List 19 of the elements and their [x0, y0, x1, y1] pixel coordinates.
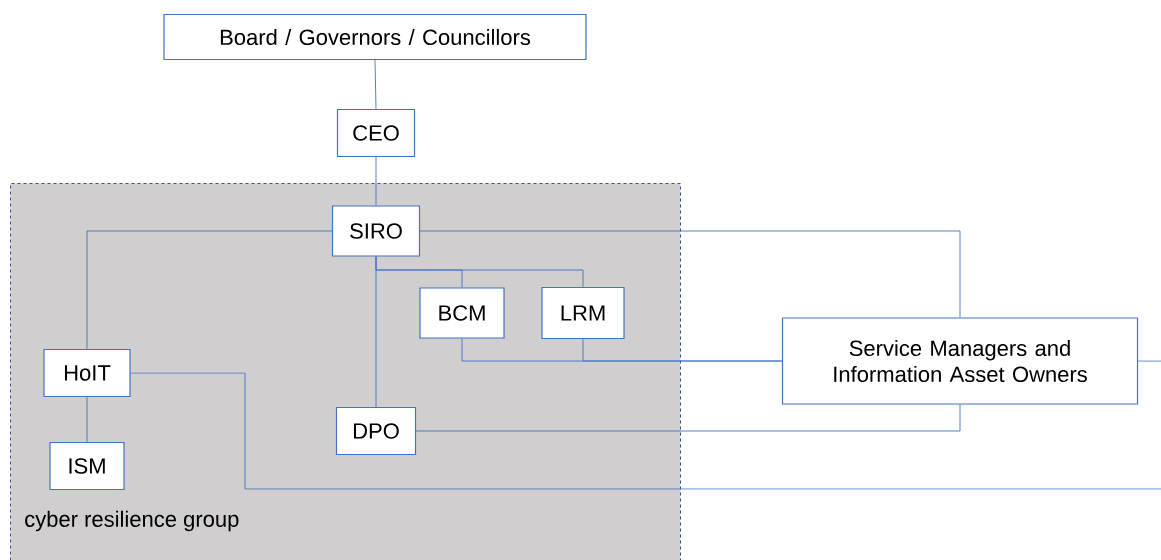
connector-line	[374, 59, 377, 110]
role-box: CEO	[336, 108, 416, 158]
connector-line	[375, 156, 377, 206]
role-box: Service Managers and Information Asset Owners	[781, 317, 1139, 405]
role-box: DPO	[335, 406, 417, 456]
connector-line	[1137, 360, 1161, 362]
connector-line	[86, 396, 88, 443]
role-box: Board / Governors / Councillors	[163, 13, 587, 61]
role-box: ISM	[49, 441, 125, 491]
connector-line	[86, 230, 333, 350]
role-box: HoIT	[43, 348, 131, 398]
role-box: BCM	[419, 287, 505, 339]
connector-line	[582, 338, 783, 362]
role-box: LRM	[541, 286, 625, 340]
connector-line	[419, 230, 961, 318]
connector-line	[375, 256, 377, 408]
role-box: SIRO	[331, 205, 421, 257]
connector-line	[415, 404, 961, 432]
connector-line	[130, 372, 1161, 490]
